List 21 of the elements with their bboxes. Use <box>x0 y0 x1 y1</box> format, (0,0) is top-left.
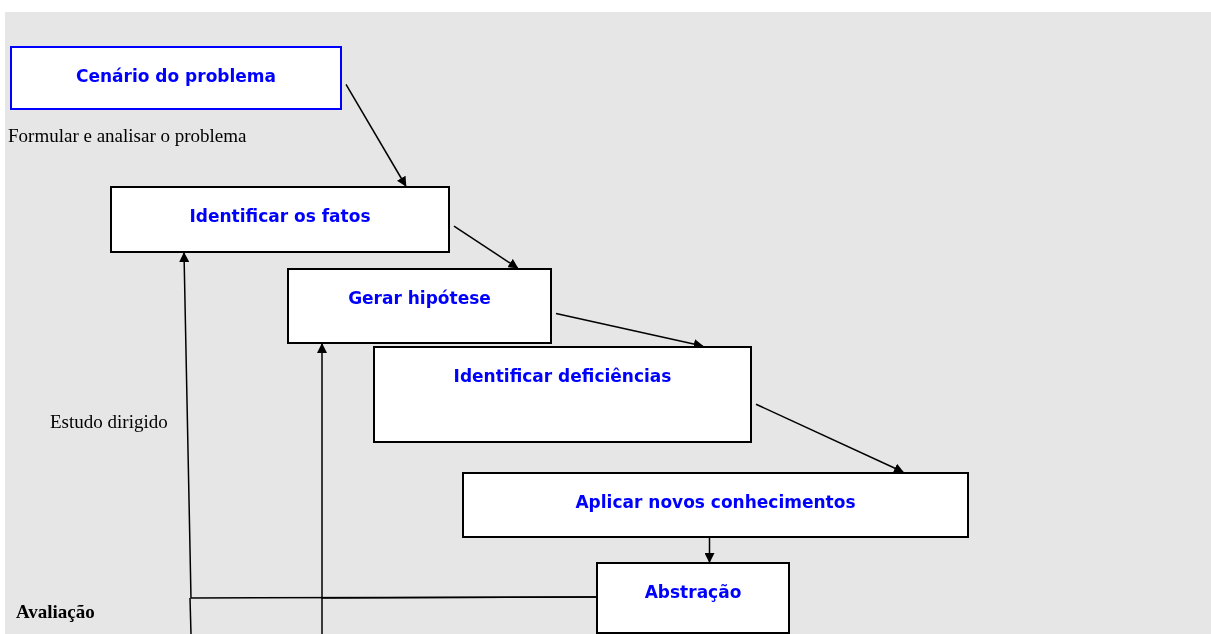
box-label: Identificar os fatos <box>189 205 371 228</box>
process-box <box>110 186 450 253</box>
arrow <box>345 83 407 187</box>
note-label: Avaliação <box>16 600 95 624</box>
arrow <box>704 537 715 563</box>
box-label: Identificar deficiências <box>453 365 672 388</box>
box-label: Abstração <box>644 581 742 604</box>
process-box <box>10 46 342 110</box>
arrow <box>317 343 597 599</box>
arrow <box>555 312 704 349</box>
box-label: Aplicar novos conhecimentos <box>575 491 856 514</box>
process-box <box>287 268 552 344</box>
process-box <box>596 562 790 634</box>
step-caption: Formular e analisar o problema <box>8 124 247 148</box>
note-label: Estudo dirigido <box>50 410 168 434</box>
box-label: Gerar hipótese <box>348 287 491 310</box>
process-box <box>462 472 969 538</box>
process-box <box>373 346 752 443</box>
arrow <box>453 225 519 269</box>
arrow <box>755 403 904 473</box>
box-label: Cenário do problema <box>75 65 277 88</box>
